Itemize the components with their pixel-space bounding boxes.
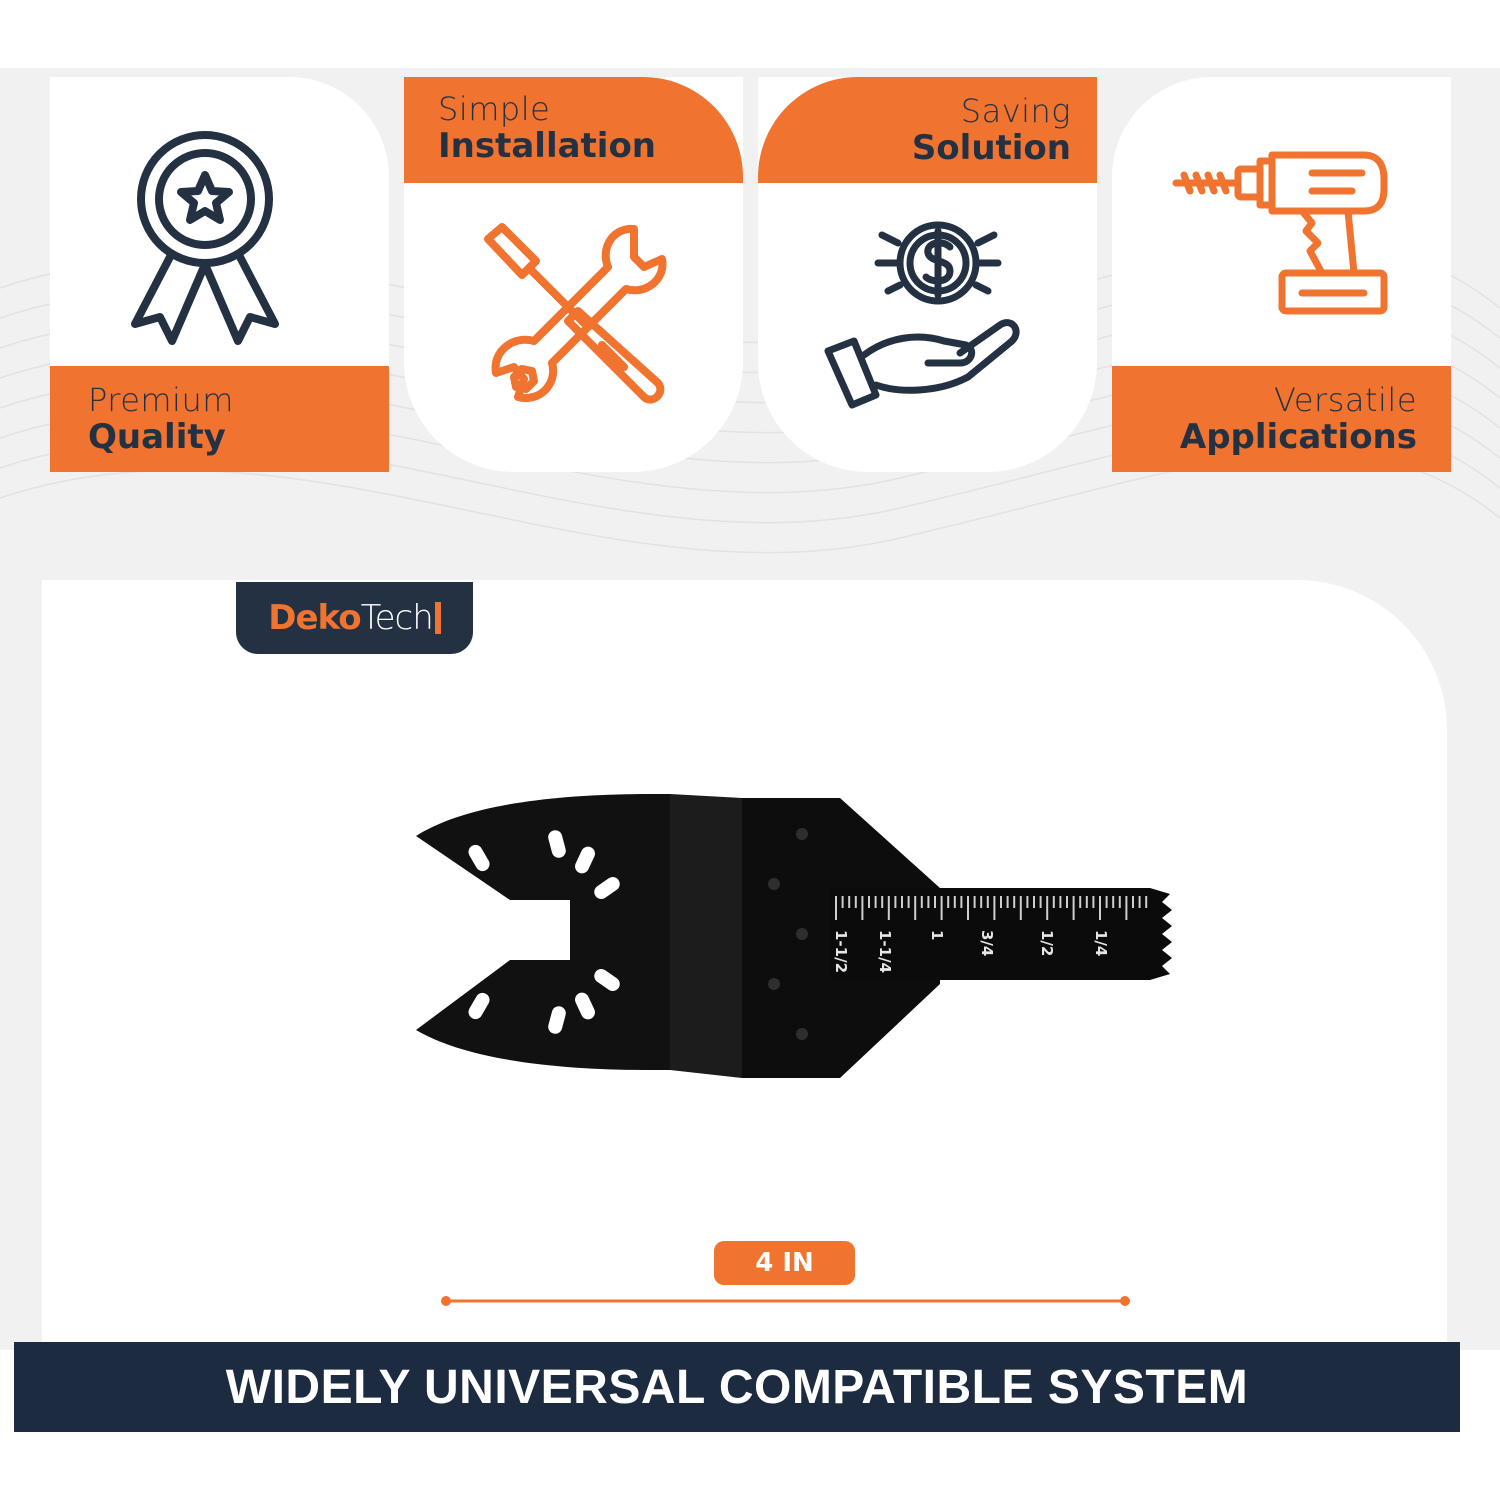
dimension-label: 4 IN: [714, 1241, 855, 1285]
brand-mark: [434, 602, 441, 634]
feature-bold-text: Quality: [88, 417, 226, 457]
wrench-screwdriver-icon: [404, 217, 743, 417]
feature-light-text: Premium: [88, 381, 234, 419]
award-ribbon-icon: [50, 129, 389, 349]
feature-bold-text: Applications: [1179, 417, 1417, 457]
ruler-mark: 1/2: [1038, 930, 1056, 956]
saw-blade-image: 1-1/2 1-1/4 1 3/4 1/2 1/4: [400, 780, 1200, 1104]
ruler-mark: 1-1/2: [832, 930, 850, 973]
feature-card-versatile-applications: Versatile Applications: [1112, 77, 1451, 472]
feature-card-saving-solution: Saving Solution: [758, 77, 1097, 472]
hand-coin-icon: [758, 217, 1097, 417]
ruler-ticks: [835, 896, 1148, 920]
blade-rivets: [768, 828, 808, 1040]
ruler-mark: 1/4: [1092, 930, 1110, 956]
ruler-mark: 1-1/4: [876, 930, 894, 973]
blade-mount: [416, 794, 670, 1070]
feature-label-band: Versatile Applications: [1112, 366, 1451, 472]
feature-card-simple-installation: Simple Installation: [404, 77, 743, 472]
feature-light-text: Simple: [438, 90, 551, 128]
drill-icon: [1112, 139, 1451, 329]
ruler-mark: 1: [928, 930, 946, 940]
feature-bold-text: Solution: [911, 128, 1071, 168]
feature-label-band: Saving Solution: [758, 77, 1097, 183]
feature-bold-text: Installation: [438, 126, 657, 166]
feature-card-premium-quality: Premium Quality: [50, 77, 389, 472]
bottom-banner: WIDELY UNIVERSAL COMPATIBLE SYSTEM: [14, 1342, 1460, 1432]
feature-label-band: Simple Installation: [404, 77, 743, 183]
brand-name-part2: Tech: [360, 598, 434, 638]
dimension-line: [441, 1293, 1131, 1312]
feature-label-band: Premium Quality: [50, 366, 389, 472]
feature-light-text: Saving: [960, 92, 1071, 130]
ruler-mark: 3/4: [978, 930, 996, 956]
feature-light-text: Versatile: [1273, 381, 1417, 419]
brand-name-part1: Deko: [268, 598, 361, 638]
